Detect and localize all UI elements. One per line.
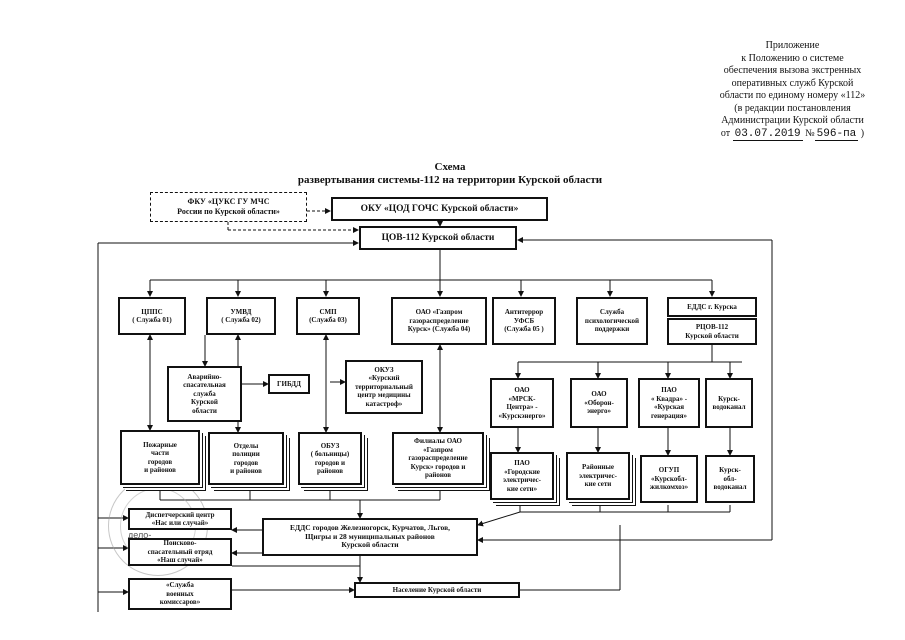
- box-mrsk: ОАО «МРСК- Центра» - «Курскэнерго»: [490, 378, 554, 428]
- title-line-2: развертывания системы-112 на территории …: [297, 174, 603, 186]
- closing-paren: ): [860, 127, 865, 139]
- box-fku-tsuks: ФКУ «ЦУКС ГУ МЧС России по Курской облас…: [150, 192, 307, 222]
- box-gazprom-filials: Филиалы ОАО «Газпром газораспределение К…: [392, 432, 484, 485]
- header-line: Приложение: [765, 40, 820, 51]
- header-line: обеспечения вызова экстренных: [723, 65, 862, 76]
- box-service-05: Антитеррор УФСБ (Служба 05 ): [492, 297, 556, 345]
- box-raion-grids: Районные электричес- кие сети: [566, 452, 630, 500]
- box-avar-rescue: Аварийно- спасательная служба Курской об…: [167, 366, 242, 422]
- header-line: (в редакции постановления: [734, 102, 851, 114]
- box-ogup: ОГУП «Курскобл- жилкомхоз»: [640, 455, 698, 503]
- header-line: Администрации Курской области: [721, 115, 864, 126]
- appendix-header: Приложение к Положению о системе обеспеч…: [690, 40, 895, 141]
- box-military-commissar: «Служба военных комиссаров»: [128, 578, 232, 610]
- number-value: 596-па: [814, 127, 859, 141]
- box-pao-city-grids: ПАО «Городские электричес- кие сети»: [490, 452, 554, 500]
- box-oku-tsod: ОКУ «ЦОД ГОЧС Курской области»: [331, 197, 548, 221]
- box-oboronenergo: ОАО «Оборон- энерго»: [570, 378, 628, 428]
- box-vodokanal: Курск- водоканал: [705, 378, 753, 428]
- box-psych-support: Служба психологической поддержки: [576, 297, 648, 345]
- box-kvadra: ПАО « Квадра» - «Курская генерация»: [638, 378, 700, 428]
- scheme-title: Схема развертывания системы-112 на терри…: [250, 161, 650, 187]
- box-tsov-112: ЦОВ-112 Курской области: [359, 226, 517, 250]
- box-edds-kursk: ЕДДС г. Курска: [667, 297, 757, 317]
- box-service-01: ЦППС ( Служба 01): [118, 297, 186, 335]
- box-rescue-team: Поисково- спасательный отряд «Наш случай…: [128, 538, 232, 566]
- date-prefix: от: [720, 127, 731, 139]
- box-service-02: УМВД ( Служба 02): [206, 297, 276, 335]
- box-service-03: СМП (Служба 03): [296, 297, 360, 335]
- header-line: оперативных служб Курской: [731, 77, 854, 89]
- box-gibdd: ГИБДД: [268, 374, 310, 394]
- box-police-units: Отделы полиции городов и районов: [208, 432, 284, 485]
- box-obuz: ОБУЗ ( больницы) городов и районов: [298, 432, 362, 485]
- box-oblvodokanal: Курск- обл- водоканал: [705, 455, 755, 503]
- box-fire-units: Пожарные части городов и районов: [120, 430, 200, 485]
- title-line-1: Схема: [434, 161, 466, 173]
- box-dispatch-center: Диспетчерский центр «Нас или случай»: [128, 508, 232, 530]
- box-okuz: ОКУЗ «Курский территориальный центр меди…: [345, 360, 423, 414]
- box-edds-cities: ЕДДС городов Железногорск, Курчатов, Льг…: [262, 518, 478, 556]
- box-rtsov-112: РЦОВ-112 Курской области: [667, 318, 757, 345]
- header-line: области по единому номеру «112»: [719, 90, 866, 101]
- header-line: к Положению о системе: [741, 52, 844, 64]
- date-value: 03.07.2019: [732, 127, 803, 141]
- box-population: Население Курской области: [354, 582, 520, 598]
- number-prefix: №: [805, 127, 815, 139]
- box-service-04: ОАО «Газпром газораспределение Курск» (С…: [391, 297, 487, 345]
